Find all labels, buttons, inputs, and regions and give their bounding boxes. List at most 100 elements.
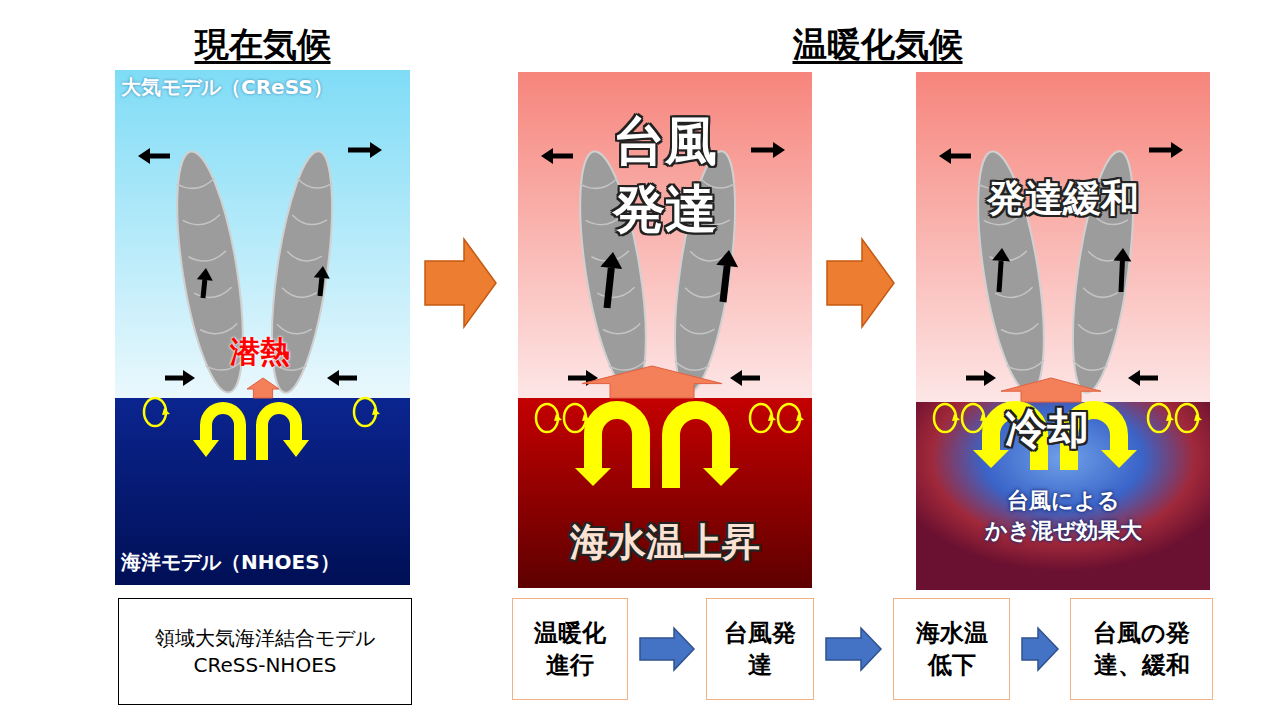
flow-arrow — [1113, 248, 1131, 261]
cloud-texture — [674, 361, 710, 373]
model-panel: 発達緩和冷却台風による かき混ぜ効果大 — [916, 72, 1210, 590]
process-box: 温暖化 進行 — [512, 598, 628, 700]
flow-arrow — [314, 266, 330, 279]
flow-arrow — [951, 154, 971, 159]
flow-arrow — [984, 370, 996, 386]
flow-arrow — [370, 142, 382, 158]
cloud-texture — [1072, 361, 1108, 373]
eddy-symbol — [372, 408, 380, 415]
cloud-texture — [286, 251, 322, 263]
eddy-symbol — [952, 414, 960, 421]
flow-arrow — [348, 148, 370, 153]
flow-arrow — [138, 148, 150, 164]
flow-arrow — [203, 280, 205, 298]
cloud-texture — [597, 287, 635, 300]
cloud-texture — [291, 215, 327, 227]
model-label: 大気モデル（CReSS） — [121, 75, 333, 99]
flow-arrow — [183, 370, 195, 386]
flow-arrow — [939, 148, 951, 164]
cloud-texture — [580, 178, 618, 191]
mixing-arrow — [206, 408, 240, 460]
box-text: 海水温 低下 — [906, 617, 997, 682]
eddy-symbol — [1148, 404, 1170, 432]
flow-arrow — [607, 268, 611, 308]
flow-arrow — [826, 628, 881, 670]
typhoon-label: 発達緩和 — [916, 176, 1210, 222]
flow-arrow — [1171, 142, 1183, 158]
flow-arrow — [723, 266, 727, 302]
atmosphere-band — [916, 72, 1210, 402]
model-name-box: 領域大気海洋結合モデル CReSS-NHOES — [118, 598, 412, 705]
eddy-symbol — [768, 414, 776, 421]
process-box: 海水温 低下 — [893, 598, 1010, 700]
heat-flux-arrow — [582, 366, 722, 398]
model-panel: 現在気候大気モデル（CReSS）潜熱海洋モデル（NHOES） — [115, 70, 410, 585]
flow-arrow — [1128, 370, 1140, 386]
eddy-symbol — [144, 398, 166, 426]
eddy-symbol — [750, 404, 772, 432]
mixing-label: 台風による かき混ぜ効果大 — [936, 486, 1190, 545]
flow-arrow — [773, 142, 785, 158]
eddy-symbol — [354, 398, 376, 426]
cooling-label: 冷却 — [987, 404, 1107, 454]
ocean-band — [518, 398, 812, 588]
flow-arrow — [640, 628, 694, 670]
flow-arrow — [742, 376, 760, 381]
mixing-arrow — [575, 468, 611, 486]
flow-arrow — [992, 248, 1010, 262]
flow-arrow — [150, 154, 170, 159]
mixing-arrow — [1101, 450, 1137, 468]
eddy-symbol — [554, 414, 562, 421]
cloud-texture — [177, 178, 215, 191]
flow-arrow — [165, 376, 183, 381]
eddy-symbol — [564, 404, 586, 432]
flow-arrow — [716, 250, 738, 267]
flow-arrow — [327, 370, 339, 386]
box-text: 台風発 達 — [719, 617, 801, 682]
eddy-symbol — [536, 404, 558, 432]
mixing-arrow — [973, 450, 1009, 468]
flow-arrow — [320, 278, 322, 296]
section-heading: 温暖化気候 — [700, 24, 1055, 65]
eddy-symbol — [1194, 414, 1202, 421]
process-box: 台風の発 達、緩和 — [1070, 598, 1213, 700]
mixing-arrow — [283, 440, 309, 457]
flow-arrow — [339, 376, 357, 381]
mixing-arrow — [193, 440, 219, 457]
cloud-texture — [188, 251, 226, 264]
eddy-symbol — [962, 404, 984, 432]
cloud-texture — [679, 324, 715, 336]
cloud-texture — [1082, 288, 1118, 300]
process-box: 台風発 達 — [706, 598, 814, 700]
flow-arrow — [568, 376, 586, 381]
cloud-texture — [603, 324, 641, 337]
flow-arrow — [751, 148, 773, 153]
box-text: 温暖化 進行 — [525, 617, 615, 682]
eddy-symbol — [162, 408, 170, 415]
eddy-symbol — [796, 414, 804, 421]
cloud-texture — [297, 178, 333, 190]
cloud-texture — [1077, 324, 1113, 336]
section-heading: 現在気候 — [95, 24, 430, 65]
mixing-arrow — [262, 408, 296, 460]
cloud-texture — [1001, 324, 1039, 337]
eddy-symbol — [980, 414, 988, 421]
flow-arrow — [1149, 148, 1171, 153]
stage-arrow — [425, 239, 496, 327]
flow-arrow — [600, 252, 622, 269]
ocean-band — [115, 398, 410, 585]
model-label: 海洋モデル（NHOES） — [121, 550, 340, 574]
flow-arrow — [553, 154, 573, 159]
atmosphere-band — [115, 70, 410, 398]
model-panel: 台風 発達海水温上昇 — [518, 72, 812, 588]
heat-flux-arrow — [247, 378, 279, 398]
eddy-symbol — [1166, 414, 1174, 421]
flow-arrow — [966, 376, 984, 381]
flow-arrow — [1022, 628, 1058, 670]
typhoon-label: 台風 発達 — [590, 108, 740, 243]
atmosphere-band — [518, 72, 812, 398]
flow-arrow — [1121, 261, 1122, 292]
sst-label: 海水温上昇 — [518, 520, 812, 566]
eddy-symbol — [582, 414, 590, 421]
